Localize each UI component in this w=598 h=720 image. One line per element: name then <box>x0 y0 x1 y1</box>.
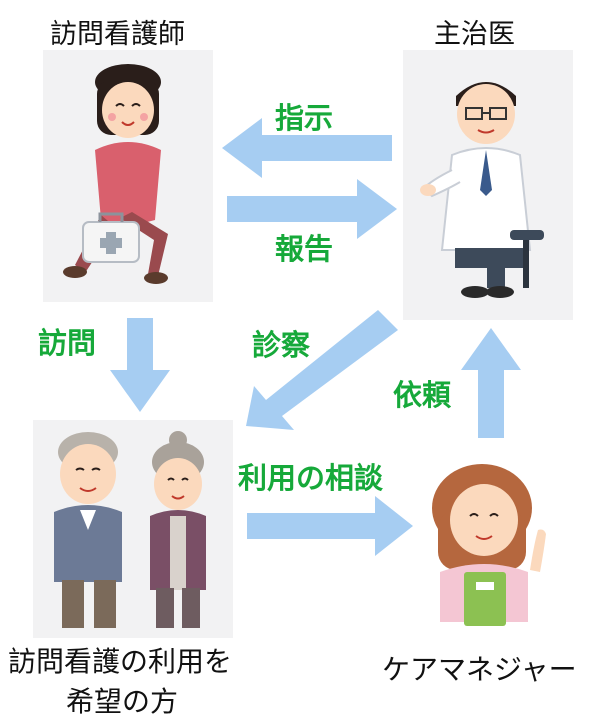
arrow-label-request: 依頼 <box>393 378 452 412</box>
arrow-label-consultation: 利用の相談 <box>238 461 384 495</box>
arrow-examination <box>246 310 398 430</box>
nurse-with-bag-icon <box>63 64 168 284</box>
arrow-label-examination: 診察 <box>252 328 311 362</box>
elderly-couple-icon <box>54 431 206 628</box>
care-manager-label: ケアマネジャー <box>382 653 577 686</box>
arrow-visit <box>110 318 170 412</box>
doctor-seated-icon <box>420 82 544 298</box>
arrow-instruction <box>222 118 392 178</box>
care-manager-icon <box>432 464 546 626</box>
arrow-label-report: 報告 <box>275 232 334 266</box>
doctor-label: 主治医 <box>434 19 515 50</box>
patient-label-line1: 訪問看護の利用を <box>8 645 233 678</box>
arrow-consultation <box>247 496 413 556</box>
arrow-label-visit: 訪問 <box>38 326 97 360</box>
arrow-request <box>461 328 521 438</box>
arrow-label-instruction: 指示 <box>275 101 334 135</box>
arrow-report <box>227 179 397 239</box>
nurse-label: 訪問看護師 <box>50 19 185 50</box>
